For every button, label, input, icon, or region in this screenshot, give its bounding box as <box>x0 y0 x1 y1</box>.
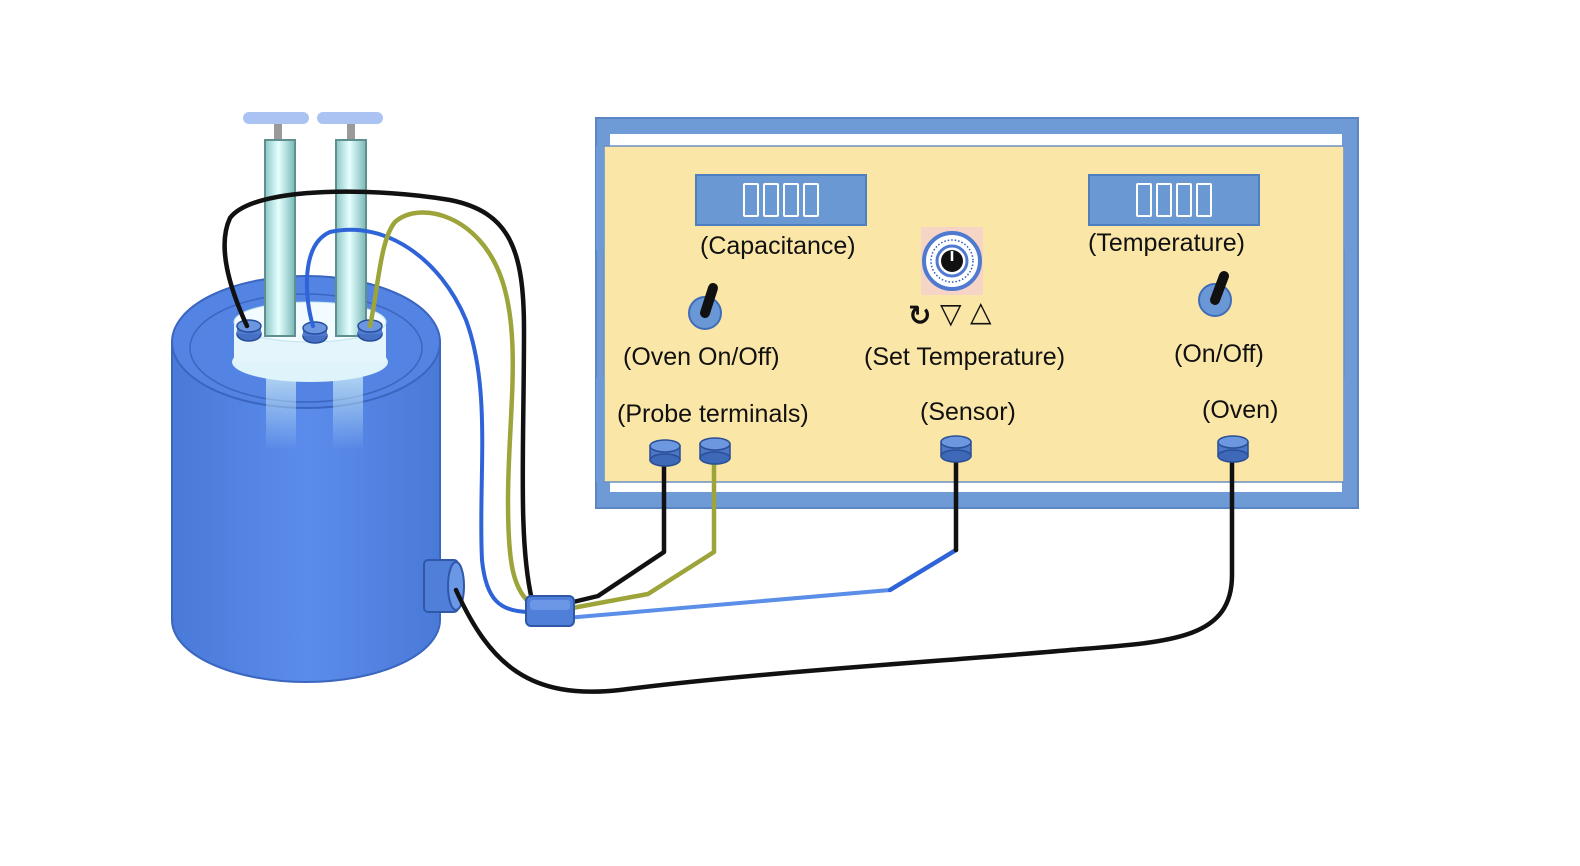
display-digit <box>743 183 759 217</box>
wire-junction <box>525 595 575 627</box>
display-digit <box>1176 183 1192 217</box>
up-arrow-icon[interactable]: △ <box>970 295 992 328</box>
power-toggle-switch[interactable] <box>1198 271 1232 317</box>
sensor-label: (Sensor) <box>920 398 1016 426</box>
display-digit <box>1156 183 1172 217</box>
temperature-display <box>1088 174 1260 226</box>
oven-side-connector[interactable] <box>423 559 465 613</box>
on-off-label: (On/Off) <box>1174 340 1264 368</box>
temperature-dial-icon[interactable] <box>921 227 983 295</box>
display-digit <box>1136 183 1152 217</box>
wire-olive-to-terminal <box>537 453 717 617</box>
wire-olive-probe <box>367 210 537 609</box>
oven-toggle-switch[interactable] <box>688 283 722 330</box>
capacitance-label: (Capacitance) <box>700 232 856 260</box>
probe-tube-left <box>243 112 309 337</box>
probe-terminal-1[interactable] <box>649 439 681 467</box>
capacitance-display <box>695 174 867 226</box>
sensor-terminal[interactable] <box>940 435 972 463</box>
oven-on-off-label: (Oven On/Off) <box>623 343 780 371</box>
oven-label: (Oven) <box>1202 396 1279 424</box>
probe-tube-right <box>317 112 383 337</box>
wire-oven-power <box>453 449 1235 694</box>
reset-icon[interactable]: ↻ <box>908 299 932 332</box>
wire-blue-sensor <box>304 227 532 614</box>
probe-terminals-label: (Probe terminals) <box>617 400 809 428</box>
lid-terminals <box>236 319 383 344</box>
display-digit <box>763 183 779 217</box>
oven-terminal[interactable] <box>1217 435 1249 463</box>
temperature-label: (Temperature) <box>1088 229 1245 257</box>
wire-black-probe <box>222 189 535 603</box>
display-digit <box>803 183 819 217</box>
set-temperature-label: (Set Temperature) <box>864 343 1066 371</box>
display-digit <box>783 183 799 217</box>
display-digit <box>1196 183 1212 217</box>
probe-terminal-2[interactable] <box>699 437 731 465</box>
down-arrow-icon[interactable]: ▽ <box>940 297 962 330</box>
